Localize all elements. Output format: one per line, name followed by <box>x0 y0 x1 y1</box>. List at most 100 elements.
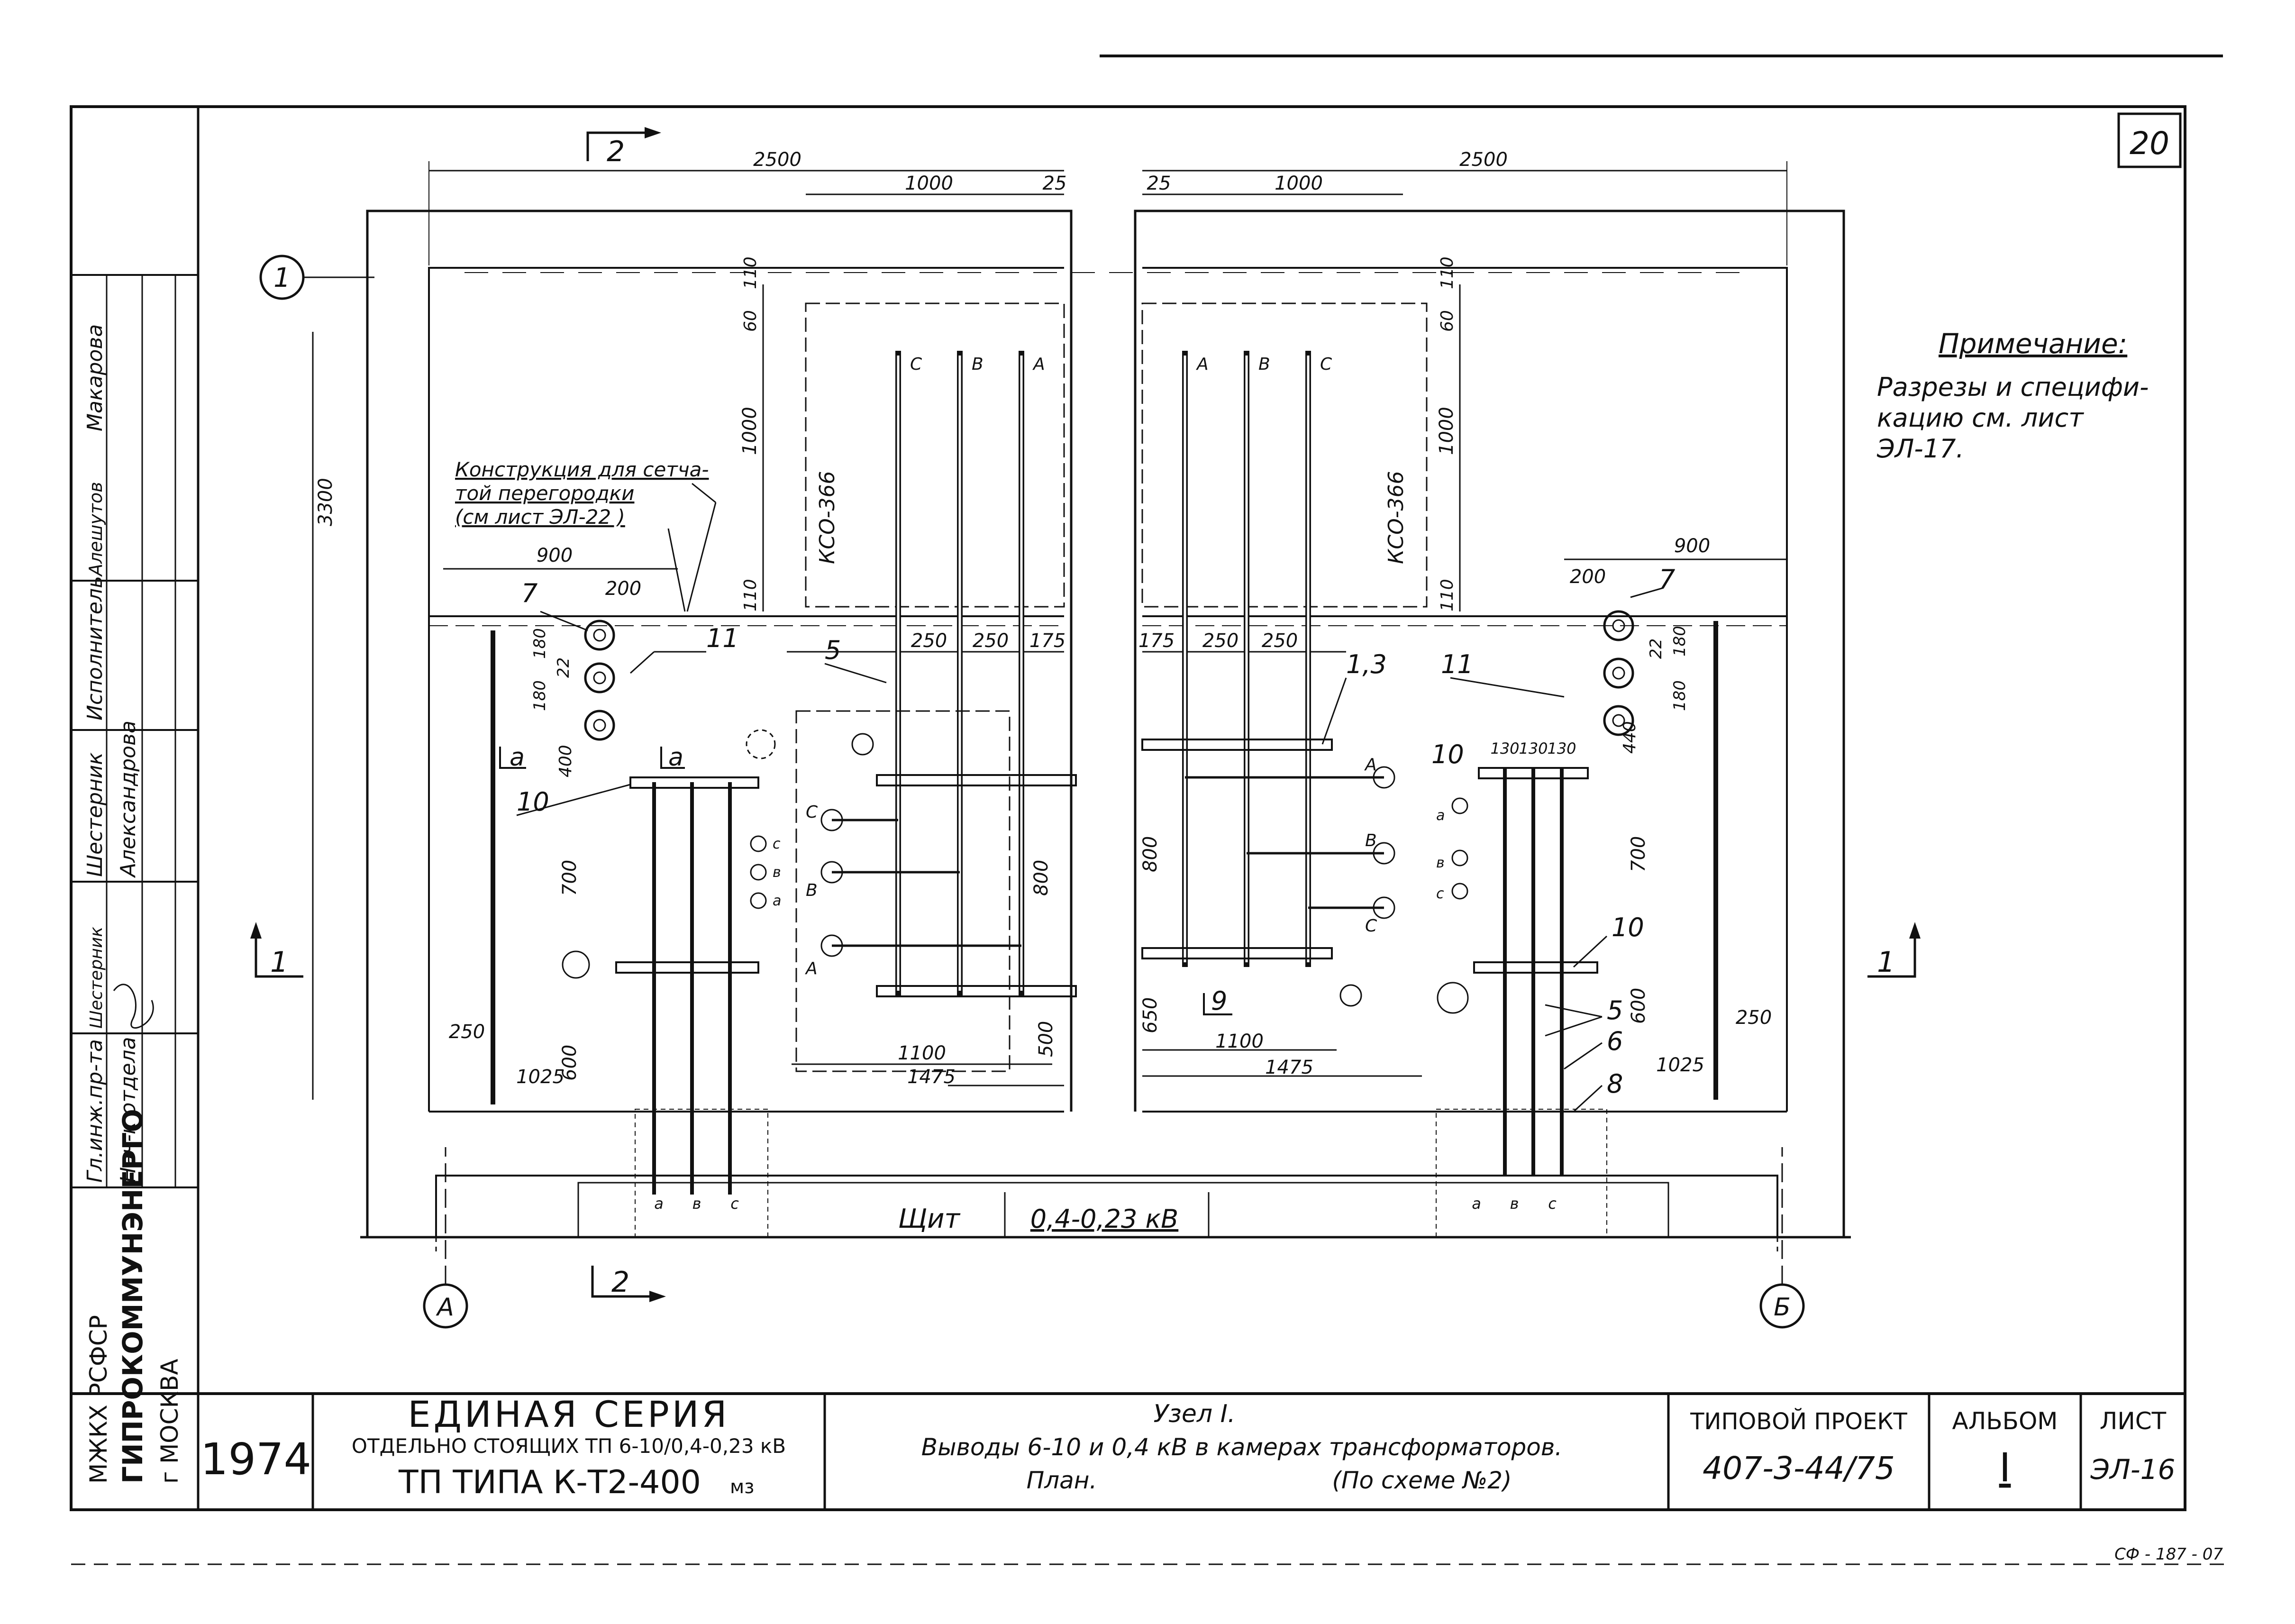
section-left-label: 1 <box>270 946 288 979</box>
tp-type-suffix: мз <box>730 1476 754 1498</box>
dim-2500-left: 2500 <box>753 149 801 171</box>
bus-phase-right-1: а <box>1472 1195 1481 1213</box>
note-title: Примечание: <box>1939 328 2127 360</box>
description-line-3: (По схеме №2) <box>1332 1467 1512 1494</box>
note-line-2: кацию см. лист <box>1877 403 2084 433</box>
bus-phase-left-3: с <box>730 1195 739 1213</box>
callout-10-left: 10 <box>517 787 549 817</box>
stamp-code: СФ - 187 - 07 <box>2114 1545 2223 1564</box>
dimension-lines <box>312 161 1787 1100</box>
dim-400-left: 400 <box>556 745 575 777</box>
shield-word: Щит <box>898 1204 961 1234</box>
building-outline <box>360 210 1851 1251</box>
kso-label-left: КСО-366 <box>815 471 839 564</box>
small-phase-left-1: с <box>773 836 781 852</box>
callout-9-right: 9 <box>1211 986 1227 1016</box>
note: Примечание: Разрезы и специфи- кацию см.… <box>1876 328 2149 464</box>
switch-phase-right-2: В <box>1365 831 1377 850</box>
dim-1000-left: 1000 <box>905 173 953 194</box>
sheet-label: ЛИСТ <box>2100 1407 2167 1435</box>
dim-180-left: 180 <box>530 628 549 659</box>
phase-left-1: С <box>910 355 922 374</box>
dim-3300: 3300 <box>315 478 337 526</box>
dim-1000v-right: 1000 <box>1436 407 1457 455</box>
note-line-1: Разрезы и специфи- <box>1877 372 2149 402</box>
side-cell-name-3: Макарова <box>83 324 107 431</box>
callouts: 7 11 5 10 7 11 1,3 10 10 5 6 8 9 <box>516 564 1675 1113</box>
left-camera: КСО-366 С В А С В А <box>491 302 1077 1238</box>
dim-22-left: 22 <box>554 657 573 678</box>
phase-right-1: А <box>1196 355 1209 374</box>
phase-right-2: В <box>1258 355 1270 374</box>
dim-250a-left: 250 <box>911 630 947 652</box>
dim-110b-right: 110 <box>1438 579 1457 611</box>
dim-900-right: 900 <box>1674 535 1710 557</box>
dim-250b-right: 250 <box>1262 630 1298 652</box>
axis-label-b: Б <box>1774 1293 1791 1322</box>
dim-700-right: 700 <box>1628 836 1649 872</box>
dim-200-left: 200 <box>605 578 641 600</box>
series-title: ЕДИНАЯ СЕРИЯ <box>408 1393 730 1435</box>
dim-1025-right: 1025 <box>1656 1054 1704 1076</box>
dim-800-left: 800 <box>1030 860 1052 896</box>
dim-1475-right: 1475 <box>1265 1057 1313 1078</box>
section-markers: 2 2 1 1 a a <box>250 127 1921 1302</box>
switch-phase-left-1: С <box>806 803 818 822</box>
dim-180b-left: 180 <box>530 680 549 711</box>
album-value: I <box>1999 1444 2011 1491</box>
bus-phase-left-2: в <box>692 1195 701 1213</box>
section-top-label: 2 <box>607 135 625 168</box>
callout-7-right: 7 <box>1659 564 1675 594</box>
sheet-number: 20 <box>2130 125 2169 162</box>
dim-180b-right: 180 <box>1670 680 1689 711</box>
dim-200-right: 200 <box>1570 566 1606 588</box>
dim-25-left: 25 <box>1043 173 1067 194</box>
dim-130b: 130 <box>1519 739 1548 757</box>
kso-label-right: КСО-366 <box>1384 471 1408 564</box>
phase-right-3: С <box>1320 355 1332 374</box>
switch-phase-right-1: А <box>1364 755 1377 775</box>
small-phase-left-2: в <box>773 864 781 881</box>
section-a-left: a <box>510 743 525 772</box>
shield-voltage: 0,4-0,23 кВ <box>1030 1204 1178 1234</box>
bus-phase-left-1: а <box>654 1195 664 1213</box>
side-column: Гл.инж.пр-та Нач-к отдела Шестерник Алек… <box>71 274 198 1484</box>
construction-note: Конструкция для сетча- той перегородки (… <box>455 458 717 612</box>
dim-1100-left: 1100 <box>898 1042 946 1064</box>
dim-25-right: 25 <box>1147 173 1171 194</box>
dim-130a: 130 <box>1490 739 1519 757</box>
callout-8-right: 8 <box>1607 1069 1623 1099</box>
dimension-labels: 2500 2500 1000 25 25 1000 3300 900 200 9… <box>315 149 1772 1088</box>
series-subtitle: ОТДЕЛЬНО СТОЯЩИХ ТП 6-10/0,4-0,23 кВ <box>352 1434 786 1458</box>
section-right-label: 1 <box>1877 946 1895 979</box>
dim-900-left: 900 <box>537 545 573 566</box>
dim-1000-right: 1000 <box>1275 173 1323 194</box>
dim-60-right: 60 <box>1438 310 1457 332</box>
construction-line-3: (см лист ЭЛ-22 ) <box>455 505 625 529</box>
dim-22-right: 22 <box>1647 639 1666 659</box>
phase-left-3: А <box>1032 355 1045 374</box>
dim-1025-left: 1025 <box>516 1066 565 1088</box>
right-camera: КСО-366 А В С А В С <box>1141 302 1718 1238</box>
switch-phase-left-2: В <box>806 881 818 900</box>
construction-line-2: той перегородки <box>455 482 634 505</box>
year: 1974 <box>200 1434 311 1485</box>
small-phase-right-3: с <box>1436 885 1444 902</box>
callout-7-left: 7 <box>521 578 537 608</box>
side-cell-executor: Исполнитель <box>83 576 107 721</box>
bus-phase-right-2: в <box>1510 1195 1519 1213</box>
grid-axes: 1 А Б <box>259 255 1805 1329</box>
node-label: Узел I. <box>1154 1400 1236 1428</box>
small-phase-right-1: а <box>1436 807 1445 824</box>
dim-600-right: 600 <box>1628 988 1649 1024</box>
callout-11-right: 11 <box>1441 649 1474 679</box>
side-cell-name-1: Шестерник <box>83 752 107 877</box>
org-ministry: МЖКХ РСФСР <box>85 1315 112 1484</box>
dim-250a-right: 250 <box>1202 630 1239 652</box>
dim-800-right: 800 <box>1139 836 1161 872</box>
callout-5-right: 5 <box>1607 995 1623 1025</box>
dim-1000v-left: 1000 <box>739 407 761 455</box>
switch-phase-left-3: А <box>805 959 818 978</box>
dim-130c: 130 <box>1547 739 1576 757</box>
